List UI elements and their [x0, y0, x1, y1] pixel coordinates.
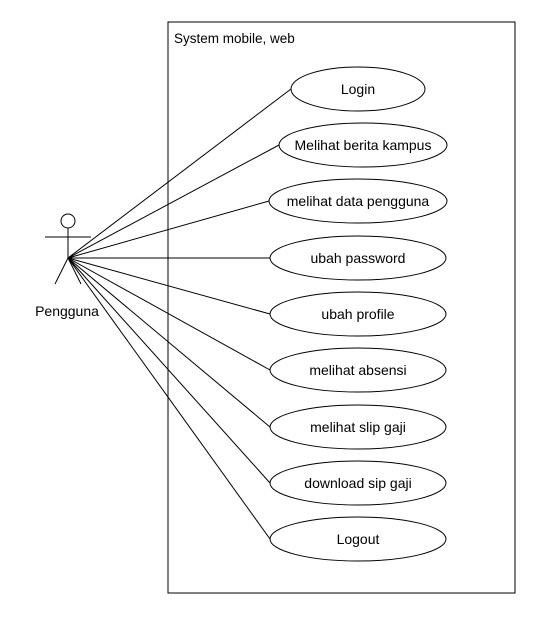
system-boundary: System mobile, web: [167, 21, 516, 594]
association-line-melihat-berita-kampus: [67, 144, 280, 259]
system-boundary-box: [167, 21, 516, 594]
actor-pengguna: Pengguna: [35, 213, 99, 319]
system-title: System mobile, web: [174, 31, 295, 46]
use-case-ellipse: [269, 235, 447, 281]
use-case-ubah-password: ubah password: [269, 235, 447, 281]
use-case-label: melihat slip gaji: [310, 419, 406, 435]
association-line-melihat-absensi: [67, 257, 271, 371]
use-case-melihat-berita-kampus: Melihat berita kampus: [278, 122, 448, 168]
use-case-melihat-slip-gaji: melihat slip gaji: [269, 404, 447, 450]
use-case-ellipse: [269, 460, 447, 506]
association-line-ubah-profile: [67, 257, 271, 315]
use-case-ubah-profile: ubah profile: [269, 291, 447, 337]
association-line-login: [67, 88, 292, 259]
use-case-melihat-absensi: melihat absensi: [269, 347, 447, 393]
association-line-melihat-slip-gaji: [67, 257, 271, 428]
association-line-logout: [67, 257, 271, 540]
use-case-ellipse: [278, 122, 448, 168]
use-case-ellipse: [269, 347, 447, 393]
actor-head: [60, 213, 76, 229]
use-case-label: melihat absensi: [309, 362, 406, 378]
use-case-label: Login: [341, 81, 375, 97]
use-case-download-sip-gaji: download sip gaji: [269, 460, 447, 506]
use-case-logout: Logout: [269, 516, 447, 562]
use-case-label: Logout: [337, 531, 380, 547]
use-case-label: ubah profile: [321, 306, 394, 322]
use-case-melihat-data-pengguna: melihat data pengguna: [268, 178, 448, 224]
actor-label: Pengguna: [35, 303, 99, 319]
use-case-label: ubah password: [311, 250, 406, 266]
use-case-ellipse: [269, 516, 447, 562]
use-case-ellipse: [268, 178, 448, 224]
actor-right-leg: [67, 257, 82, 285]
association-lines: [67, 88, 292, 540]
use-case-label: download sip gaji: [304, 475, 411, 491]
use-case-ellipse: [269, 404, 447, 450]
use-case-label: melihat data pengguna: [287, 193, 430, 209]
use-case-ellipse: [269, 291, 447, 337]
actor-left-leg: [54, 257, 69, 285]
use-case-label: Melihat berita kampus: [295, 137, 432, 153]
use-case-ellipse: [290, 66, 426, 112]
association-line-download-sip-gaji: [67, 257, 271, 484]
use-case-login: Login: [290, 66, 426, 112]
